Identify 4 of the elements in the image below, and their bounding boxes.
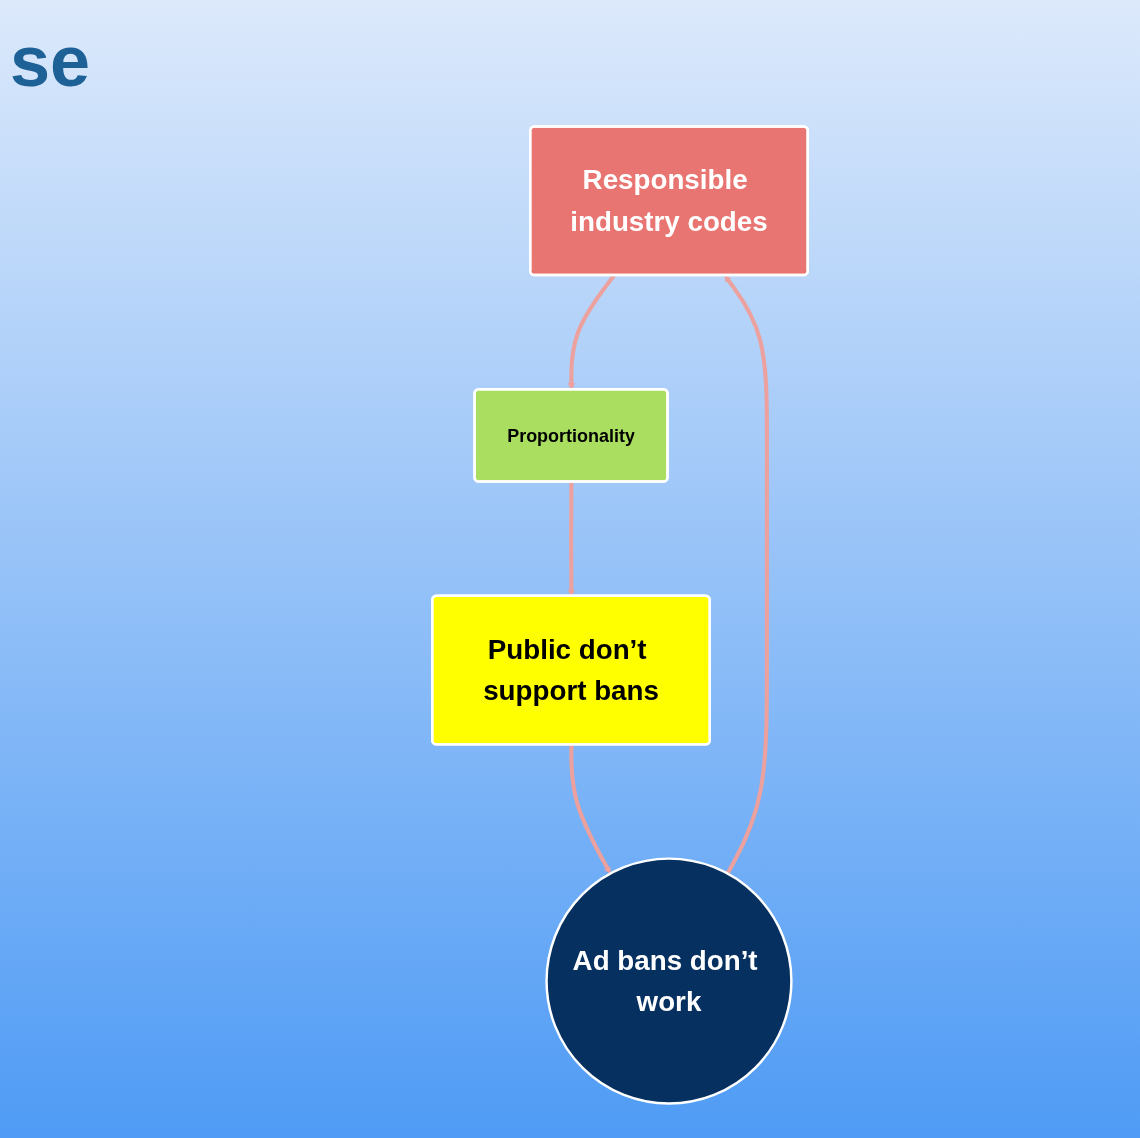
- arrow: [569, 744, 611, 874]
- arrow: [724, 275, 769, 875]
- title: se: [10, 20, 91, 102]
- node-circle: Ad bans don’t work: [545, 857, 793, 1105]
